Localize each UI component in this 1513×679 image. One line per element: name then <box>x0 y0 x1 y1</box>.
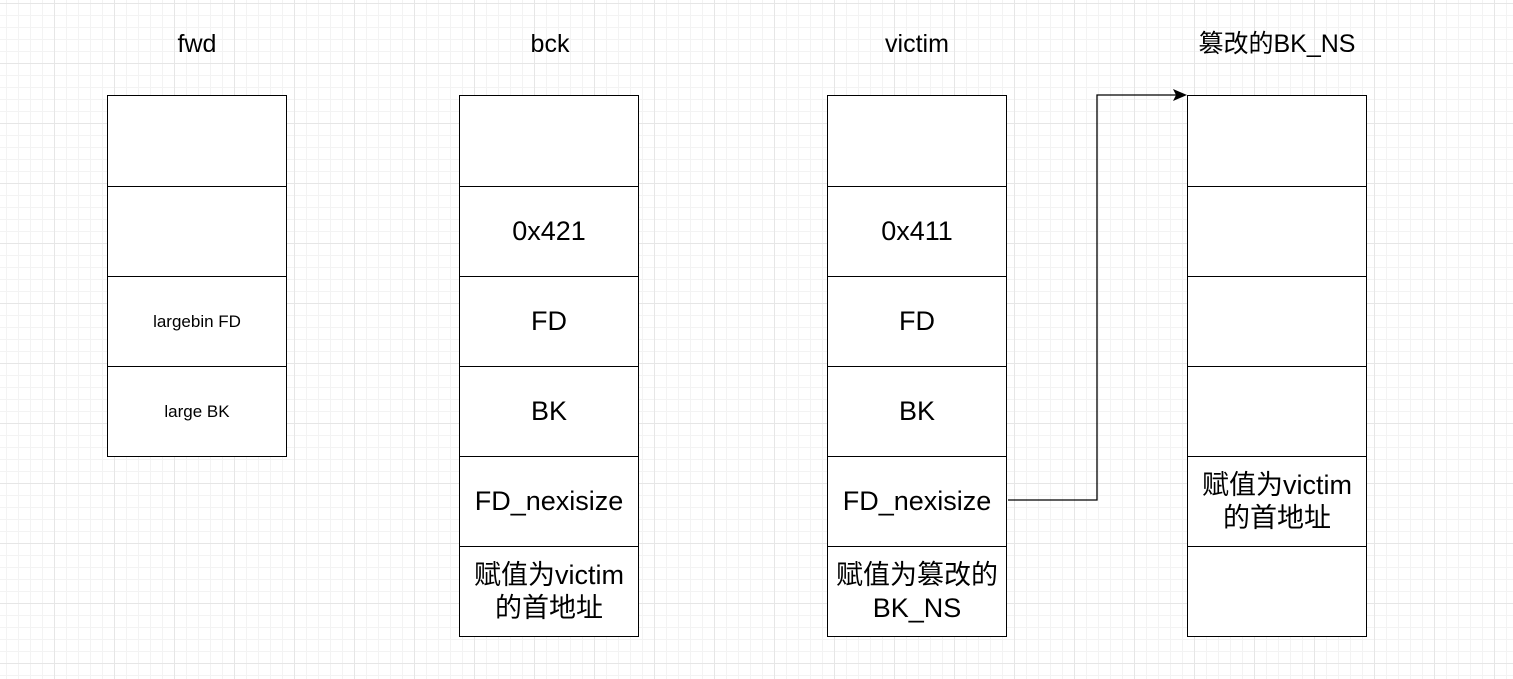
fwd-chunk[interactable]: largebin FD large BK <box>107 95 287 457</box>
bck-cell-bk: BK <box>460 366 638 456</box>
bck-cell-size: 0x421 <box>460 186 638 276</box>
victim-cell-fd: FD <box>828 276 1006 366</box>
victim-cell-bk: BK <box>828 366 1006 456</box>
bk-ns-cell-2 <box>1188 276 1366 366</box>
bck-cell-fd: FD <box>460 276 638 366</box>
bk-ns-cell-0 <box>1188 96 1366 186</box>
bck-cell-fd-nextsize: FD_nexisize <box>460 456 638 546</box>
victim-chunk[interactable]: 0x411 FD BK FD_nexisize 赋值为篡改的 BK_NS <box>827 95 1007 637</box>
fwd-title: fwd <box>177 30 217 58</box>
bk-ns-title: 篡改的BK_NS <box>1198 30 1356 58</box>
fwd-cell-fd: largebin FD <box>108 276 286 366</box>
bck-title: bck <box>530 30 570 58</box>
victim-cell-size: 0x411 <box>828 186 1006 276</box>
fwd-cell-size <box>108 186 286 276</box>
victim-cell-fd-nextsize: FD_nexisize <box>828 456 1006 546</box>
fwd-cell-bk: large BK <box>108 366 286 456</box>
bck-chunk[interactable]: 0x421 FD BK FD_nexisize 赋值为victim 的首地址 <box>459 95 639 637</box>
bk-ns-cell-4: 赋值为victim 的首地址 <box>1188 456 1366 546</box>
connector-line <box>1008 94 1177 501</box>
bk-ns-cell-1 <box>1188 186 1366 276</box>
bk-ns-chunk[interactable]: 赋值为victim 的首地址 <box>1187 95 1367 637</box>
bk-ns-cell-5 <box>1188 546 1366 636</box>
bck-cell-bk-nextsize: 赋值为victim 的首地址 <box>460 546 638 636</box>
bck-cell-prevsize <box>460 96 638 186</box>
victim-cell-bk-nextsize: 赋值为篡改的 BK_NS <box>828 546 1006 636</box>
arrowhead-icon <box>1173 89 1187 101</box>
bk-ns-cell-3 <box>1188 366 1366 456</box>
victim-cell-prevsize <box>828 96 1006 186</box>
fwd-cell-prevsize <box>108 96 286 186</box>
victim-title: victim <box>885 30 949 58</box>
